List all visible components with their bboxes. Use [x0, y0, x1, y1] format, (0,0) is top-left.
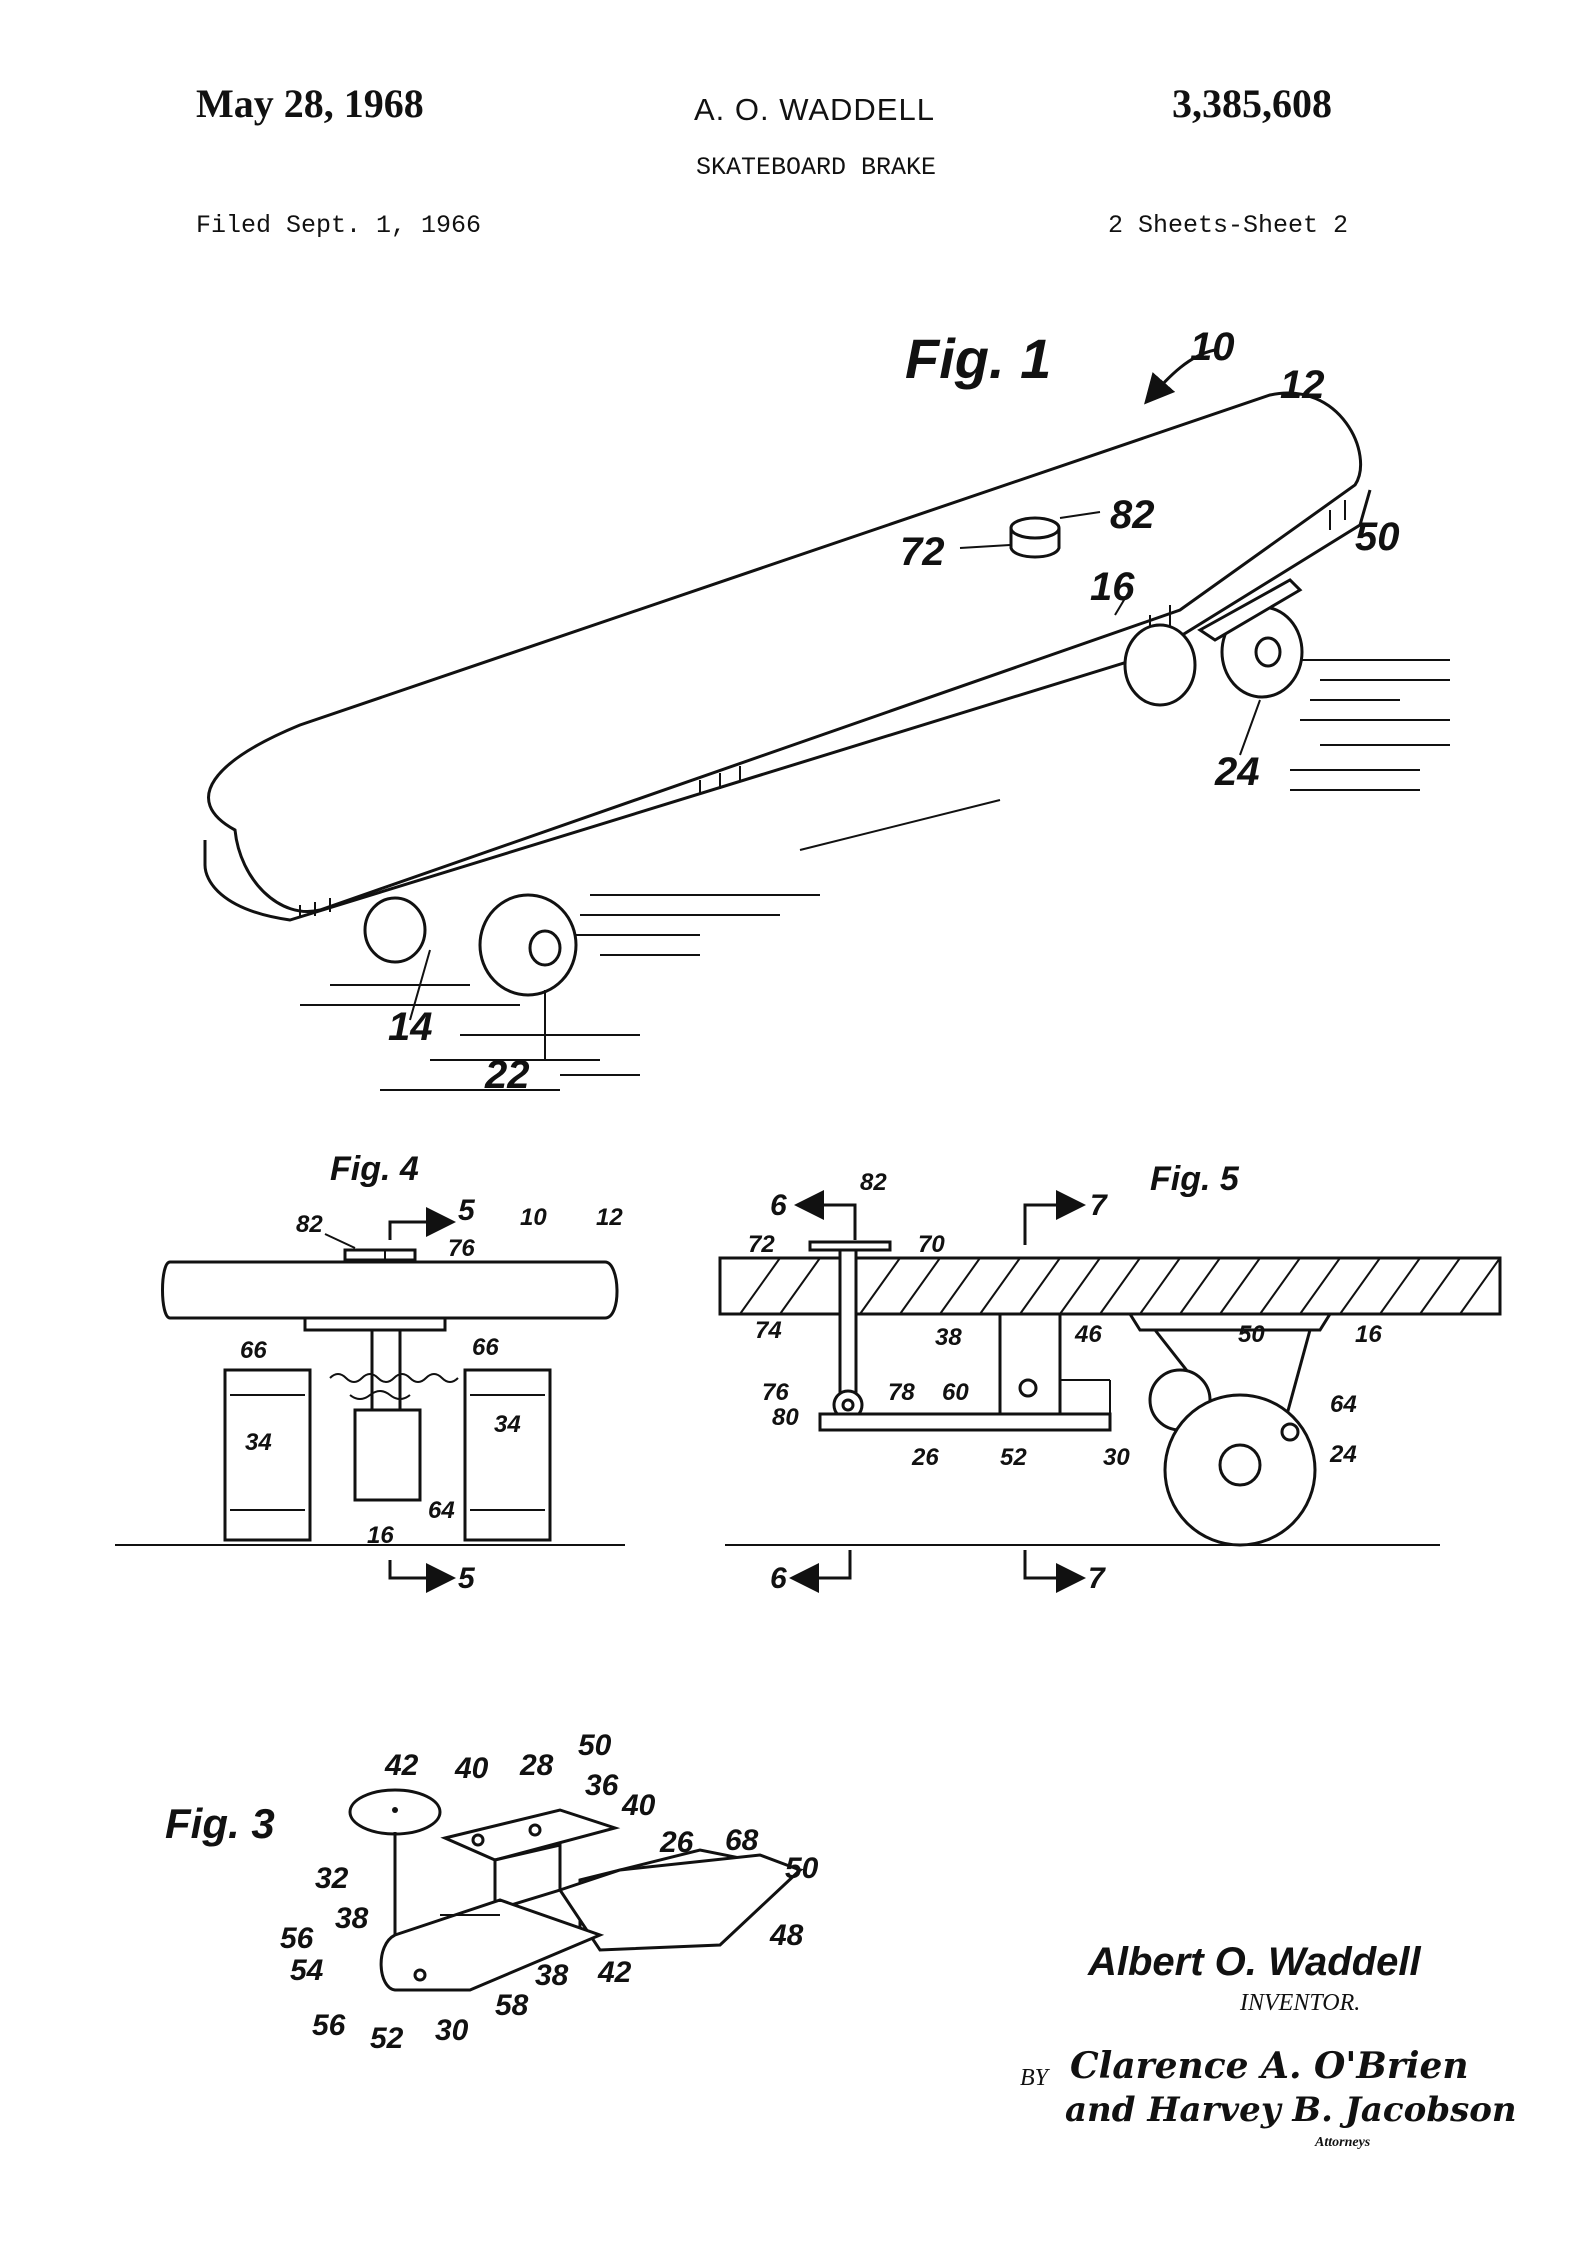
fig5-ref-78: 78: [888, 1379, 915, 1406]
fig3-ref-56b: 56: [312, 2009, 346, 2042]
fig3-drawing: [348, 1788, 804, 1992]
fig1-ref-24: 24: [1214, 750, 1260, 794]
fig4-ref-76: 76: [448, 1235, 475, 1262]
patent-date: May 28, 1968: [196, 81, 424, 126]
fig5-ref-46: 46: [1074, 1321, 1102, 1348]
fig5-ref-6b: 6: [770, 1562, 787, 1595]
fig5-ref-16: 16: [1355, 1321, 1382, 1348]
fig5-ref-24: 24: [1329, 1441, 1357, 1468]
fig4-ref-34b: 34: [494, 1411, 521, 1438]
fig5-ref-70: 70: [918, 1231, 945, 1258]
fig4-ref-66b: 66: [472, 1334, 499, 1361]
fig5-ref-38: 38: [935, 1324, 962, 1351]
patent-title: SKATEBOARD BRAKE: [696, 153, 937, 182]
fig1-ref-10: 10: [1190, 325, 1235, 369]
fig3-ref-40b: 40: [621, 1789, 656, 1822]
fig1-ref-72: 72: [900, 530, 945, 574]
inventor-role: INVENTOR.: [1240, 1990, 1361, 2016]
fig3-ref-56a: 56: [280, 1922, 314, 1955]
fig3-ref-68: 68: [725, 1824, 759, 1857]
fig3-ref-28: 28: [519, 1749, 554, 1782]
fig3-ref-38a: 38: [335, 1902, 369, 1935]
fig3-ref-40a: 40: [454, 1752, 489, 1785]
patent-number: 3,385,608: [1172, 81, 1332, 126]
attorney-signature-2: and Harvey B. Jacobson: [1065, 2090, 1517, 2130]
fig1-ref-12: 12: [1280, 363, 1325, 407]
fig3-ref-50b: 50: [785, 1852, 819, 1885]
fig3-ref-32: 32: [315, 1862, 349, 1895]
fig4-ref-82: 82: [296, 1211, 323, 1238]
fig3-ref-26: 26: [659, 1826, 694, 1859]
fig5-ref-30: 30: [1103, 1444, 1130, 1471]
fig4-ref-5b: 5: [458, 1562, 476, 1595]
fig3-ref-42a: 42: [384, 1749, 419, 1782]
fig3-ref-58: 58: [495, 1989, 529, 2022]
fig5-ref-76: 76: [762, 1379, 789, 1406]
fig4-drawing: [115, 1207, 625, 1593]
fig5-ref-50: 50: [1238, 1321, 1265, 1348]
fig4-label: Fig. 4: [330, 1150, 419, 1188]
fig4-ref-10: 10: [520, 1204, 547, 1231]
fig1-ref-50: 50: [1355, 515, 1400, 559]
fig3-ref-38b: 38: [535, 1959, 569, 1992]
fig5-drawing: [718, 1190, 1502, 1593]
fig3-ref-48: 48: [769, 1919, 804, 1952]
fig5-ref-64: 64: [1330, 1391, 1357, 1418]
fig4-ref-64: 64: [428, 1497, 455, 1524]
fig5-label: Fig. 5: [1150, 1160, 1240, 1198]
fig5-ref-7a: 7: [1090, 1189, 1108, 1222]
fig5-ref-60: 60: [942, 1379, 969, 1406]
fig3-ref-42b: 42: [597, 1956, 632, 1989]
fig1-ref-82: 82: [1110, 493, 1155, 537]
fig3-label: Fig. 3: [165, 1800, 275, 1847]
fig4-ref-34a: 34: [245, 1429, 272, 1456]
fig5-ref-26: 26: [911, 1444, 939, 1471]
fig5-ref-80: 80: [772, 1404, 799, 1431]
attorneys-label: Attorneys: [1315, 2135, 1371, 2150]
attorney-signature-1: Clarence A. O'Brien: [1070, 2045, 1469, 2087]
fig3-ref-50a: 50: [578, 1729, 612, 1762]
fig1-ref-14: 14: [388, 1005, 433, 1049]
fig5-ref-52: 52: [1000, 1444, 1027, 1471]
fig5-ref-82: 82: [860, 1169, 887, 1196]
fig1-ref-16: 16: [1090, 565, 1135, 609]
fig3-ref-54: 54: [290, 1954, 324, 1987]
fig4-ref-16: 16: [367, 1522, 394, 1549]
fig5-ref-72: 72: [748, 1231, 775, 1258]
fig1-label: Fig. 1: [905, 327, 1051, 390]
inventor-header: A. O. WADDELL: [694, 92, 935, 127]
filed-date: Filed Sept. 1, 1966: [196, 211, 482, 240]
inventor-signature-name: Albert O. Waddell: [1088, 1940, 1421, 1984]
fig4-ref-12: 12: [596, 1204, 623, 1231]
fig5-ref-74: 74: [755, 1317, 782, 1344]
fig3-ref-30: 30: [435, 2014, 469, 2047]
fig1-ref-22: 22: [484, 1053, 530, 1097]
fig3-ref-36: 36: [585, 1769, 619, 1802]
fig4-ref-66a: 66: [240, 1337, 267, 1364]
sheet-count: 2 Sheets-Sheet 2: [1108, 211, 1349, 240]
fig3-ref-52: 52: [370, 2022, 404, 2055]
fig4-ref-5a: 5: [458, 1194, 476, 1227]
by-label: BY: [1020, 2065, 1049, 2091]
fig5-ref-6a: 6: [770, 1189, 787, 1222]
fig1-drawing: [203, 348, 1450, 1091]
fig5-ref-7b: 7: [1088, 1562, 1106, 1595]
